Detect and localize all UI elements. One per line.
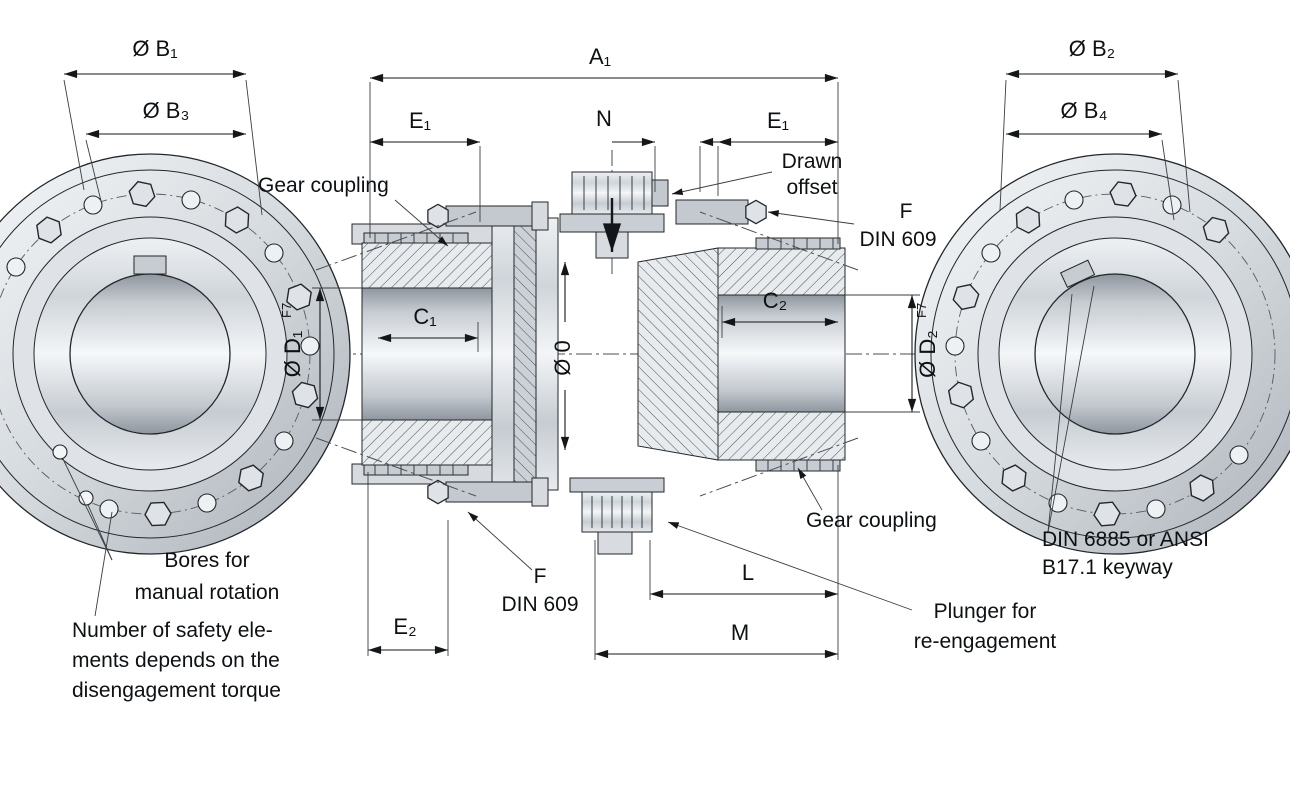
right-flange-view bbox=[914, 153, 1290, 555]
dimension-labels: Ø B₁ Ø B₃ Ø B₂ Ø B₄ A₁ E₁ N E₁ C₁ C₂ Ø D… bbox=[132, 36, 1115, 645]
note-safety-1: Number of safety ele- bbox=[72, 619, 273, 642]
right-keyway bbox=[1059, 259, 1096, 289]
note-plunger-2: re-engagement bbox=[914, 630, 1057, 653]
note-gear-coupling-bottom: Gear coupling bbox=[806, 509, 937, 532]
left-flange-view bbox=[0, 153, 351, 555]
gear-teeth-top-right bbox=[755, 237, 841, 250]
flange-bolt-top-right bbox=[675, 199, 767, 225]
note-bores-1: Bores for bbox=[164, 549, 249, 572]
note-plunger-1: Plunger for bbox=[934, 600, 1037, 623]
dim-label-e2: E₂ bbox=[393, 614, 416, 639]
diag-centerline bbox=[699, 211, 859, 271]
section-view bbox=[315, 171, 859, 555]
right-hub-bore bbox=[717, 294, 846, 413]
manual-rotation-bores bbox=[52, 444, 94, 506]
left-hub-section-top bbox=[362, 243, 505, 288]
note-f-top: F bbox=[900, 200, 913, 223]
dim-label-o: Ø 0 bbox=[550, 340, 575, 375]
dim-label-e1-left: E₁ bbox=[409, 108, 431, 133]
center-plate-2 bbox=[514, 212, 536, 496]
plunger-bottom bbox=[569, 477, 665, 555]
dim-label-b4: Ø B₄ bbox=[1061, 98, 1108, 123]
center-plate-1 bbox=[491, 205, 515, 503]
note-keyway-1: DIN 6885 or ANSI bbox=[1042, 528, 1209, 551]
plunger-top bbox=[559, 171, 669, 259]
leader-lines bbox=[62, 171, 1095, 617]
dim-label-l: L bbox=[742, 560, 754, 585]
note-gear-coupling-top: Gear coupling bbox=[258, 174, 389, 197]
gear-teeth-bottom-right bbox=[755, 459, 841, 472]
dim-label-n: N bbox=[596, 106, 612, 131]
dim-label-d1-group: Ø D₁ F7 bbox=[279, 303, 305, 377]
left-hub-section-bottom bbox=[362, 420, 505, 465]
dimension-lines bbox=[63, 69, 1191, 660]
diag-centerline bbox=[315, 437, 477, 497]
note-bores-2: manual rotation bbox=[135, 581, 280, 604]
dim-label-c2: C₂ bbox=[763, 288, 787, 313]
dim-label-d2-tol: F7 bbox=[914, 303, 929, 318]
dim-label-b2: Ø B₂ bbox=[1069, 36, 1115, 61]
gear-teeth-top-left bbox=[363, 232, 469, 245]
diag-centerline bbox=[315, 211, 477, 271]
right-bore bbox=[1034, 273, 1196, 435]
dim-label-d2-group: Ø D₂ F7 bbox=[914, 303, 940, 378]
note-safety-3: disengagement torque bbox=[72, 679, 281, 702]
dim-label-d1-tol: F7 bbox=[279, 303, 294, 318]
note-f-top-std: DIN 609 bbox=[859, 228, 936, 251]
note-f-bottom-std: DIN 609 bbox=[501, 593, 578, 616]
diag-centerline bbox=[699, 437, 859, 497]
annotation-labels: Gear coupling Drawn offset F DIN 609 F D… bbox=[72, 150, 1209, 702]
dim-label-c1: C₁ bbox=[413, 304, 436, 329]
dim-label-e1-right: E₁ bbox=[767, 108, 789, 133]
left-bore bbox=[69, 273, 231, 435]
dim-label-d2: Ø D₂ bbox=[915, 330, 940, 378]
note-f-bottom: F bbox=[534, 565, 547, 588]
dim-label-b3: Ø B₃ bbox=[143, 98, 190, 123]
flange-bolt-top-left bbox=[427, 201, 549, 231]
dim-label-m: M bbox=[731, 620, 749, 645]
right-hub-section-bottom bbox=[718, 412, 845, 460]
flange-bolt-bottom-left bbox=[427, 477, 549, 507]
note-offset: offset bbox=[787, 176, 838, 199]
note-keyway-2: B17.1 keyway bbox=[1042, 556, 1173, 579]
gear-teeth-bottom-left bbox=[363, 463, 469, 476]
dim-label-b1: Ø B₁ bbox=[132, 36, 177, 61]
right-hub-section-top bbox=[718, 248, 845, 295]
left-safety-elements bbox=[6, 190, 320, 519]
left-keyway bbox=[133, 255, 167, 275]
note-drawn: Drawn bbox=[782, 150, 843, 173]
note-safety-2: ments depends on the bbox=[72, 649, 280, 672]
dim-label-d1: Ø D₁ bbox=[280, 331, 305, 378]
cone-section bbox=[638, 248, 718, 460]
dim-label-o-group: Ø 0 bbox=[550, 340, 575, 375]
dim-label-a1: A₁ bbox=[589, 44, 611, 69]
